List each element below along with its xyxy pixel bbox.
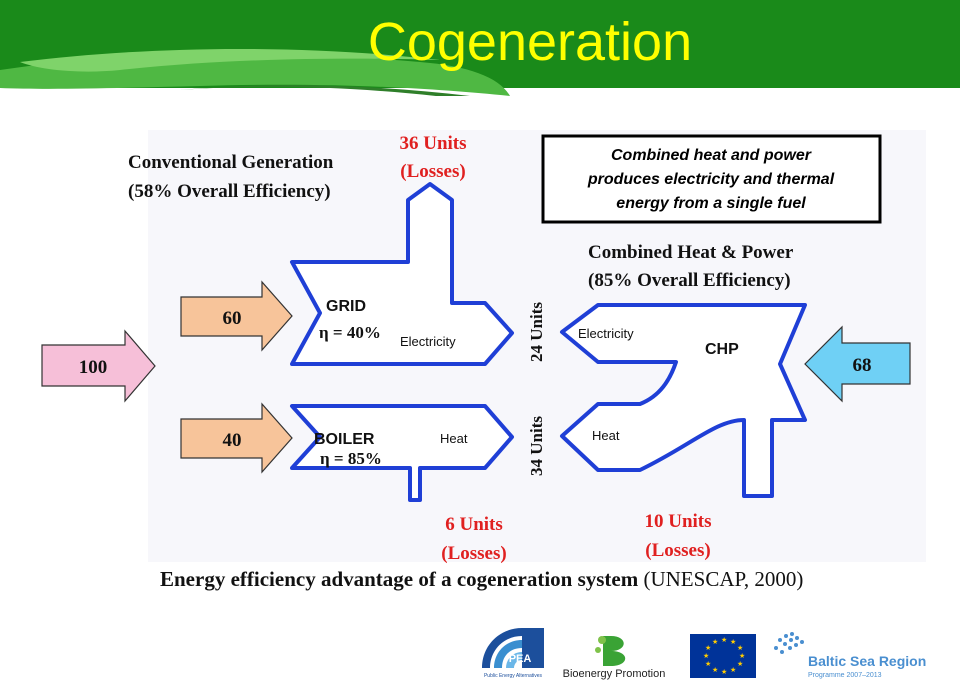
input-total-label: 100 xyxy=(79,357,108,378)
svg-text:★: ★ xyxy=(730,666,736,674)
input-chp-label: 68 xyxy=(853,355,872,376)
chp-losses-units: 10 Units xyxy=(644,511,711,532)
grid-flow xyxy=(290,182,514,366)
chp-flow xyxy=(560,303,807,498)
boiler-label: BOILER xyxy=(314,431,375,448)
svg-text:★: ★ xyxy=(737,660,743,668)
page-title: Cogeneration xyxy=(367,12,693,72)
svg-text:★: ★ xyxy=(705,660,711,668)
header-banner xyxy=(0,0,960,96)
chp-electricity-label: Electricity xyxy=(578,326,634,341)
chp-heading: Combined Heat & Power xyxy=(588,242,794,263)
callout-line-3: energy from a single fuel xyxy=(616,195,806,212)
baltic-logo-subtext: Programme 2007–2013 xyxy=(808,672,882,679)
grid-efficiency: η = 40% xyxy=(319,323,381,342)
boiler-efficiency: η = 85% xyxy=(320,449,382,468)
leaf-swoosh-highlight xyxy=(20,48,440,72)
grid-label: GRID xyxy=(326,298,366,315)
caption-bold: Energy efficiency advantage of a cogener… xyxy=(160,567,639,591)
callout-line-1: Combined heat and power xyxy=(611,147,812,164)
input-arrow-100 xyxy=(41,329,156,403)
chp-efficiency: (85% Overall Efficiency) xyxy=(588,270,791,291)
svg-text:★: ★ xyxy=(730,638,736,646)
svg-text:★: ★ xyxy=(721,668,727,676)
input-arrow-60 xyxy=(180,280,293,352)
chp-heat-label: Heat xyxy=(592,428,620,443)
svg-text:★: ★ xyxy=(712,638,718,646)
svg-text:★: ★ xyxy=(705,644,711,652)
units-heat-label: 34 Units xyxy=(527,416,546,476)
input-arrow-68 xyxy=(804,325,911,403)
baltic-logo-text: Baltic Sea Region xyxy=(808,653,926,669)
grid-output-label: Electricity xyxy=(400,334,456,349)
bioenergy-logo: Bioenergy Promotion xyxy=(563,636,666,680)
pea-logo: PEA Public Energy Alternatives xyxy=(482,628,544,679)
baltic-sea-region-logo: Baltic Sea Region Programme 2007–2013 xyxy=(774,632,926,679)
boiler-flow xyxy=(290,404,514,502)
callout-line-2: produces electricity and thermal xyxy=(587,171,835,188)
grid-losses-label: (Losses) xyxy=(400,161,465,182)
svg-text:★: ★ xyxy=(721,636,727,644)
pea-logo-text: PEA xyxy=(509,653,532,665)
chp-losses-label: (Losses) xyxy=(645,540,710,561)
boiler-losses-label: (Losses) xyxy=(441,543,506,564)
conventional-heading: Conventional Generation xyxy=(128,152,334,173)
grid-losses-units: 36 Units xyxy=(399,133,466,154)
bioenergy-logo-text: Bioenergy Promotion xyxy=(563,668,666,680)
pea-logo-subtext: Public Energy Alternatives xyxy=(484,673,543,679)
svg-text:★: ★ xyxy=(739,652,745,660)
chp-label: CHP xyxy=(705,341,739,358)
input-boiler-label: 40 xyxy=(223,430,242,451)
input-grid-label: 60 xyxy=(223,308,242,329)
units-electricity-label: 24 Units xyxy=(527,302,546,362)
conventional-efficiency: (58% Overall Efficiency) xyxy=(128,181,331,202)
figure-caption: Energy efficiency advantage of a cogener… xyxy=(160,567,900,592)
input-arrow-40 xyxy=(180,402,293,474)
boiler-losses-units: 6 Units xyxy=(445,514,503,535)
svg-text:★: ★ xyxy=(703,652,709,660)
svg-text:★: ★ xyxy=(737,644,743,652)
eu-flag-icon: ★★★ ★★★ ★★★ ★★★ xyxy=(690,634,756,678)
boiler-output-label: Heat xyxy=(440,431,468,446)
svg-text:★: ★ xyxy=(712,666,718,674)
caption-source: (UNESCAP, 2000) xyxy=(643,567,804,591)
callout-box xyxy=(541,134,882,224)
